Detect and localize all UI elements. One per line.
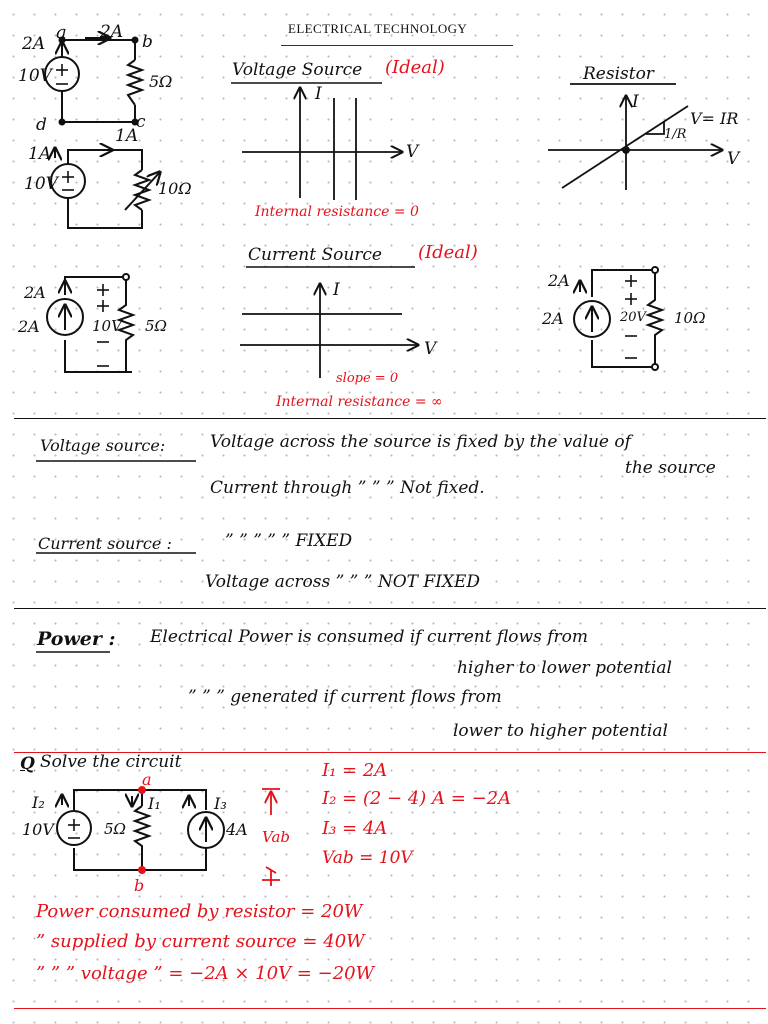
cs-definition-line2: Voltage across ” ” ” NOT FIXED — [205, 572, 481, 592]
resistor-graph-equation: V= IR — [690, 109, 739, 128]
c3-resistor-label: 5Ω — [145, 317, 167, 335]
question-circuit — [57, 786, 225, 874]
c4-voltage-label: 20V — [620, 310, 646, 325]
power-line4: lower to higher potential — [453, 721, 668, 741]
vs-graph-y-axis: I — [315, 84, 322, 104]
q-answer-2: I₂ = (2 − 4) A = −2A — [322, 788, 512, 809]
q-node-a: a — [142, 770, 152, 789]
divider-1 — [14, 418, 766, 419]
c1-current-label: 2A — [22, 34, 46, 54]
vs-graph-title: Voltage Source — [232, 60, 363, 80]
resistor-graph-y-axis: I — [632, 92, 639, 112]
cs-definition-line1: ” ” ” ” ” FIXED — [225, 531, 353, 551]
q-i3-label: I₃ — [214, 794, 227, 813]
c1-node-b: b — [142, 32, 153, 52]
resistor-graph — [548, 83, 722, 190]
c1-node-d: d — [36, 115, 47, 135]
c3-current-top: 2A — [24, 283, 46, 302]
cs-graph-note-resistance: Internal resistance = ∞ — [276, 394, 443, 410]
q-conclusion-3: ” ” ” voltage ” = −2A × 10V = −20W — [36, 963, 375, 984]
cs-graph-y-axis: I — [333, 280, 340, 300]
q-vab-label: Vab — [262, 828, 291, 846]
question-prompt: Solve the circuit — [40, 752, 182, 772]
c1-current-top: 2A — [100, 22, 124, 42]
c2-current-top: 1A — [115, 126, 139, 146]
q-answer-4: Vab = 10V — [322, 848, 413, 868]
resistor-graph-slope: 1/R — [664, 127, 687, 142]
q-source-current: 4A — [226, 820, 248, 839]
c1-source-label: 10V — [18, 66, 52, 86]
question-prefix: Q — [20, 754, 35, 774]
divider-3 — [14, 752, 766, 753]
vs-graph — [242, 88, 402, 200]
q-i2-label: I₂ — [32, 793, 45, 812]
c4-resistor-label: 10Ω — [674, 309, 706, 327]
divider-2 — [14, 608, 766, 609]
q-conclusion-2: ” supplied by current source = 40W — [36, 931, 365, 952]
resistor-graph-title: Resistor — [583, 64, 654, 84]
cs-graph-title: Current Source — [248, 245, 382, 265]
vs-definition-line2: Current through ” ” ” Not fixed. — [210, 478, 485, 498]
c1-node-a: a — [56, 22, 67, 43]
cs-graph — [240, 284, 418, 378]
cs-graph-x-axis: V — [424, 339, 437, 359]
cs-definition-label: Current source : — [38, 534, 172, 553]
c4-current-top: 2A — [548, 271, 570, 290]
circuit-3 — [46, 273, 136, 373]
q-answer-3: I₃ = 4A — [322, 818, 388, 839]
c2-current-left: 1A — [28, 144, 52, 164]
vs-definition-line1b: the source — [625, 458, 716, 478]
c2-source-label: 10V — [24, 174, 58, 194]
page-title: ELECTRICAL TECHNOLOGY — [288, 21, 468, 36]
q-answer-1: I₁ = 2A — [322, 760, 388, 781]
power-line1: Electrical Power is consumed if current … — [150, 627, 588, 647]
vs-definition-label: Voltage source: — [40, 436, 166, 455]
vs-graph-x-axis: V — [406, 142, 419, 162]
q-resistor-label: 5Ω — [104, 820, 126, 838]
q-source-voltage: 10V — [22, 820, 54, 839]
cs-graph-note-slope: slope = 0 — [336, 371, 399, 386]
power-label: Power : — [37, 628, 116, 650]
c1-node-c: c — [136, 112, 146, 132]
vs-graph-note: Internal resistance = 0 — [255, 204, 419, 220]
circuit-4 — [573, 266, 665, 371]
vs-definition-line1: Voltage across the source is fixed by th… — [210, 432, 631, 452]
circuit-1-polarity — [56, 64, 68, 85]
c2-resistor-label: 10Ω — [158, 179, 192, 198]
power-line2: higher to lower potential — [457, 658, 672, 678]
c3-source-label: 2A — [18, 317, 40, 336]
q-conclusion-1: Power consumed by resistor = 20W — [36, 901, 363, 922]
q-node-b: b — [134, 876, 145, 895]
q-i1-label: I₁ — [148, 794, 161, 813]
c3-voltage-label: 10V — [92, 317, 122, 335]
power-line3: ” ” ” generated if current flows from — [188, 687, 502, 707]
title-underline — [281, 45, 513, 46]
divider-4 — [14, 1008, 766, 1009]
c1-resistor-label: 5Ω — [149, 72, 173, 91]
c4-source-label: 2A — [542, 309, 564, 328]
circuit-1 — [44, 38, 145, 126]
vs-graph-qualifier: (Ideal) — [385, 57, 445, 78]
circuit-2 — [51, 148, 160, 229]
cs-graph-qualifier: (Ideal) — [418, 242, 478, 263]
resistor-graph-x-axis: V — [727, 149, 740, 169]
